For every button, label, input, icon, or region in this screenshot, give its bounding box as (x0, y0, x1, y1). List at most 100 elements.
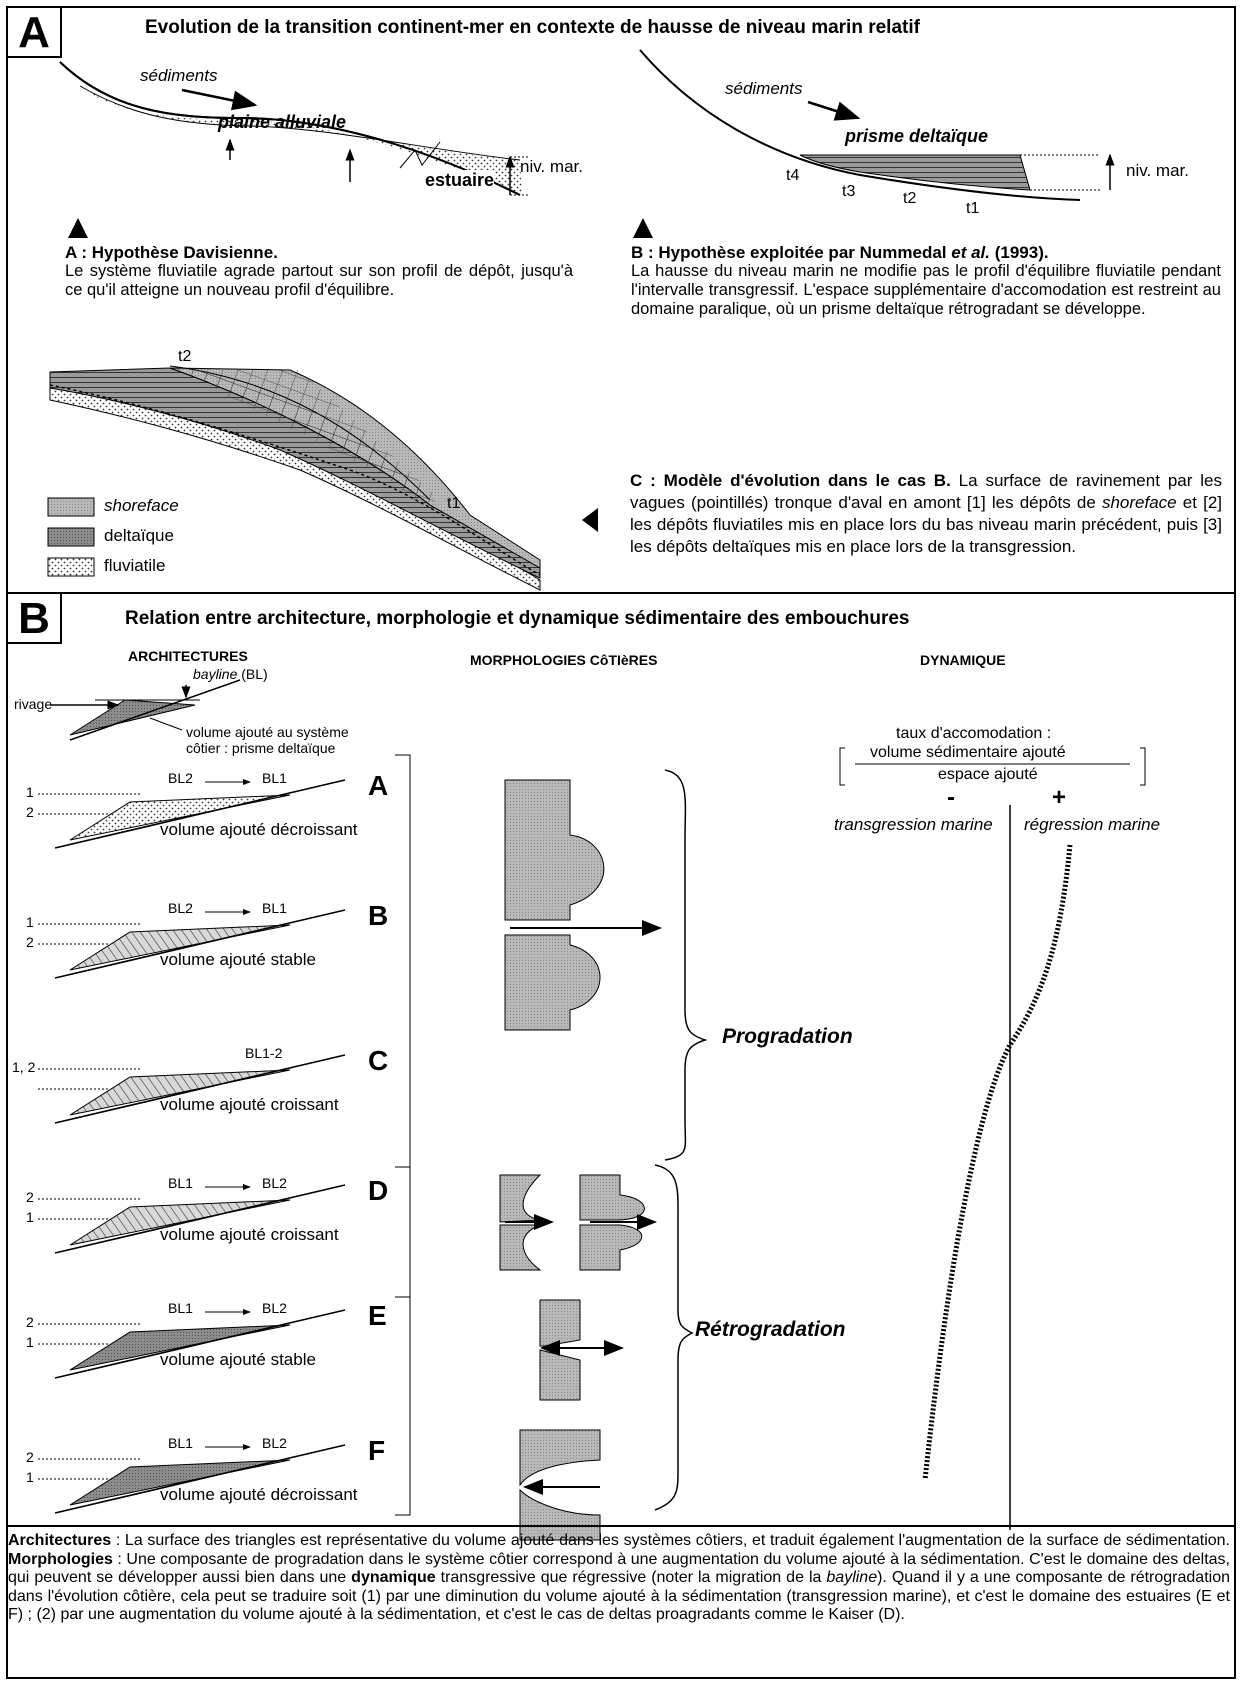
triangle-marker-b (633, 218, 653, 238)
progradation-brace (664, 769, 708, 1161)
case-bl-c-1: BL1-2 (245, 1045, 283, 1061)
panel-b-letter: B (8, 594, 62, 644)
case-level-e-1: 2 (26, 1314, 34, 1330)
morphology-a (504, 779, 662, 1031)
dyn-denominator: espace ajouté (938, 766, 1038, 783)
label-t4: t4 (786, 167, 800, 184)
case-letter-b: B (368, 900, 389, 931)
label-sediments-left: sédiments (140, 66, 218, 85)
case-bl-f-1: BL1 (168, 1435, 193, 1451)
hypothesis-b-body: La hausse du niveau marin ne modifie pas… (631, 262, 1221, 318)
case-letter-a: A (368, 770, 389, 801)
architecture-diagrams (38, 779, 346, 1514)
case-level-a-2: 2 (26, 804, 34, 820)
hypothesis-a-body: Le système fluviatile agrade partout sur… (65, 262, 573, 299)
dyn-transgression: transgression marine (834, 815, 993, 834)
label-bayline: bayline (BL) (193, 666, 268, 682)
case-letter-e: E (368, 1300, 387, 1331)
panel-b-title: Relation entre architecture, morphologie… (125, 608, 910, 629)
case-bl-d-2: BL2 (262, 1175, 287, 1191)
triangle-marker-a (68, 218, 88, 238)
legend-swatch-fluviatile (47, 557, 95, 577)
panel-a-title: Evolution de la transition continent-mer… (145, 17, 920, 38)
case-label-b: volume ajouté stable (160, 950, 316, 969)
legend-label-fluviatile: fluviatile (104, 556, 166, 575)
case-label-c: volume ajouté croissant (160, 1095, 339, 1114)
dyn-minus: - (947, 784, 955, 811)
legend-swatch-shoreface (47, 497, 95, 517)
morphology-d (499, 1174, 657, 1271)
column-architectures: ARCHITECTURES (128, 648, 248, 664)
legend-swatch-deltaique (47, 527, 95, 547)
label-t1: t1 (966, 200, 980, 217)
label-t2: t2 (903, 190, 917, 207)
architecture-case-d (38, 1184, 346, 1254)
case-level-a-1: 1 (26, 784, 34, 800)
dynamic-trend-curve (922, 844, 1073, 1481)
case-level-d-2: 1 (26, 1209, 34, 1225)
case-label-e: volume ajouté stable (160, 1350, 316, 1369)
case-label-f: volume ajouté décroissant (160, 1485, 358, 1504)
label-model-t1: t1 (447, 495, 461, 512)
label-retrogradation: Rétrogradation (695, 1318, 846, 1341)
case-bl-b-1: BL2 (168, 900, 193, 916)
model-c-text: C : Modèle d'évolution dans le cas B. La… (630, 471, 1222, 556)
architecture-case-a (38, 779, 346, 849)
label-progradation: Progradation (722, 1025, 853, 1048)
legend-label-shoreface: shoreface (104, 496, 179, 515)
case-level-b-1: 1 (26, 914, 34, 930)
architecture-case-c (38, 1054, 346, 1124)
label-niv-mar-left: niv. mar. (520, 157, 583, 176)
case-bl-b-2: BL1 (262, 900, 287, 916)
architecture-case-e (38, 1309, 346, 1379)
column-dynamique: DYNAMIQUE (920, 652, 1006, 668)
bayline-schematic (50, 679, 241, 741)
case-level-c-1: 1, 2 (12, 1059, 36, 1075)
retrogradation-brace (654, 1164, 694, 1511)
case-bl-a-1: BL2 (168, 770, 193, 786)
hypothesis-b-heading: B : Hypothèse exploitée par Nummedal et … (631, 243, 1049, 262)
model-c-section (49, 365, 541, 591)
hypothesis-a-heading: A : Hypothèse Davisienne. (65, 243, 278, 262)
caption-frame (6, 1525, 1236, 1679)
morphology-f (519, 1429, 601, 1541)
case-letter-d: D (368, 1175, 389, 1206)
figure-caption: Architectures : La surface des triangles… (8, 1532, 1230, 1623)
case-level-d-1: 2 (26, 1189, 34, 1205)
label-model-t2: t2 (178, 348, 192, 365)
case-label-d: volume ajouté croissant (160, 1225, 339, 1244)
label-volume-note-2: côtier : prisme deltaïque (186, 740, 336, 756)
case-letter-f: F (368, 1435, 386, 1466)
panel-a-letter: A (8, 8, 62, 58)
label-t3: t3 (842, 183, 856, 200)
label-estuaire: estuaire (425, 170, 495, 191)
davisian-sketch (59, 61, 530, 196)
dyn-taux: taux d'accomodation : (896, 725, 1052, 742)
architecture-case-f (38, 1444, 346, 1514)
case-level-e-2: 1 (26, 1334, 34, 1350)
label-volume-note-1: volume ajouté au système (186, 724, 349, 740)
label-rivage: rivage (14, 696, 53, 712)
case-bl-f-2: BL2 (262, 1435, 287, 1451)
legend-label-deltaique: deltaïque (104, 526, 174, 545)
label-plaine-alluviale: plaine alluviale (218, 112, 347, 132)
case-level-f-2: 1 (26, 1469, 34, 1485)
case-letter-c: C (368, 1045, 389, 1076)
case-level-b-2: 2 (26, 934, 34, 950)
label-prisme-deltaique: prisme deltaïque (845, 126, 989, 146)
dyn-regression: régression marine (1024, 815, 1161, 834)
label-niv-mar-right: niv. mar. (1126, 161, 1189, 180)
case-bl-e-2: BL2 (262, 1300, 287, 1316)
case-label-a: volume ajouté décroissant (160, 820, 358, 839)
morphology-e (539, 1299, 624, 1401)
case-bl-e-1: BL1 (168, 1300, 193, 1316)
triangle-marker-c (582, 508, 598, 532)
case-level-f-1: 2 (26, 1449, 34, 1465)
architecture-case-b (38, 909, 346, 979)
case-bl-d-1: BL1 (168, 1175, 193, 1191)
dyn-plus: + (1052, 784, 1067, 811)
case-bl-a-2: BL1 (262, 770, 287, 786)
column-morphologies: MORPHOLOGIES CôTIèRES (470, 652, 658, 668)
dyn-numerator: volume sédimentaire ajouté (870, 744, 1066, 761)
